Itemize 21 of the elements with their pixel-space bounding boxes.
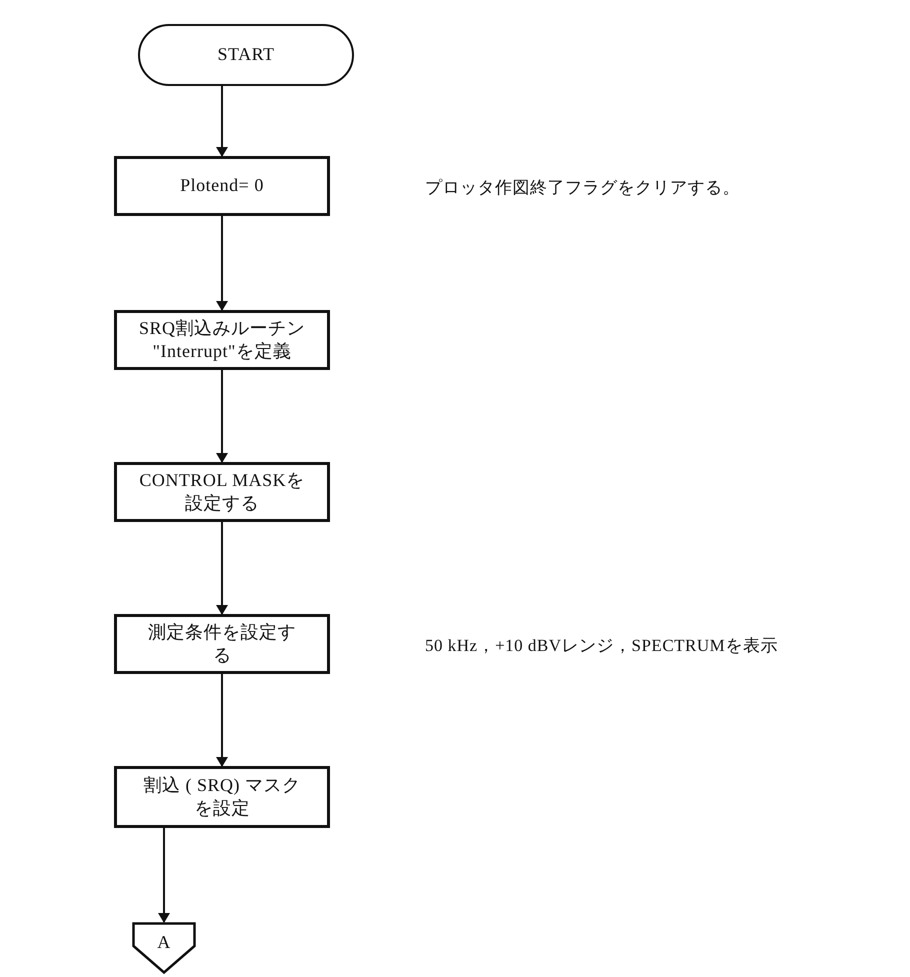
arrow (216, 216, 228, 311)
note: 50 kHz，+10 dBVレンジ，SPECTRUMを表示 (425, 635, 778, 657)
process-box (114, 766, 330, 828)
node-label: START (216, 43, 276, 66)
note: プロッタ作図終了フラグをクリアする。 (425, 177, 740, 199)
process-box (114, 462, 330, 522)
process-box (114, 310, 330, 370)
off-page-connector (132, 922, 196, 974)
node-label: A (156, 931, 172, 954)
node-label: CONTROL MASKを設定する (138, 468, 306, 515)
arrow (158, 828, 170, 923)
process-box (114, 614, 330, 674)
arrow (216, 86, 228, 157)
arrow (216, 674, 228, 767)
node-label: 測定条件を設定する (147, 620, 297, 667)
process-box (114, 156, 330, 216)
node-label: Plotend= 0 (179, 174, 265, 198)
arrow (216, 522, 228, 615)
node-label: 割込 ( SRQ) マスクを設定 (142, 774, 302, 820)
arrow (216, 370, 228, 463)
node-label: SRQ割込みルーチン "Interrupt"を定義 (138, 316, 306, 363)
